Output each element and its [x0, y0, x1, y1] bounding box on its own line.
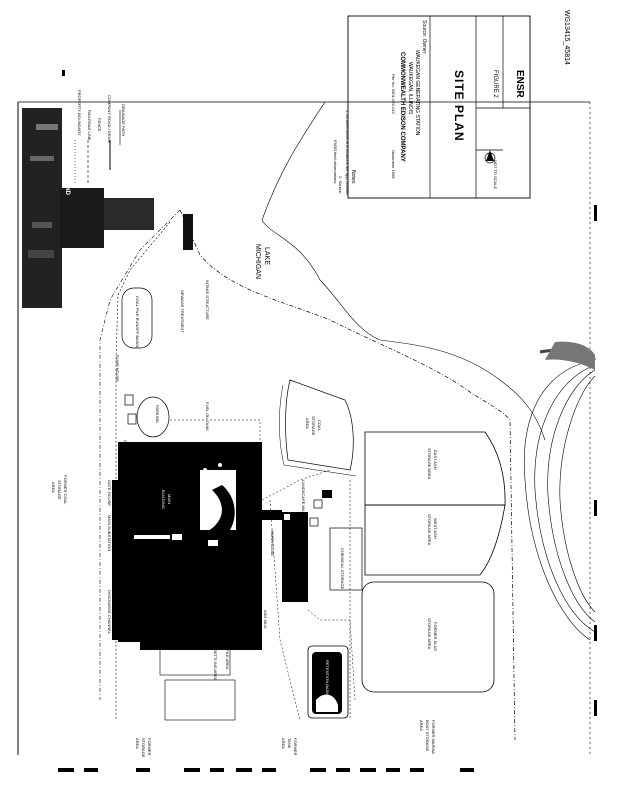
bottom-mid-label-1: FORMER [293, 738, 298, 756]
company-line-3: COMMONWEALTH EDISON COMPANY [399, 52, 405, 162]
south-pond-label-2: STORAGE AREA [427, 618, 432, 650]
pier [183, 214, 193, 250]
note-2b: ENSR field observations. [333, 140, 338, 185]
parking-label: PARKING [155, 405, 160, 423]
legend-item-2: RAILROAD LINE [87, 110, 92, 141]
coal-storage-label-2: STORAGE [311, 416, 316, 436]
coal-storage-label-1: COAL [317, 420, 322, 431]
company-line-1: WAUKEGAN GENERATING STATION [414, 50, 420, 136]
fly-ash-label: FLY ASH SETTLING AREA [213, 632, 218, 681]
main-substation-label: MAIN SUBSTATION [107, 515, 112, 552]
bottom-right-label-1: FORMER MARINA [431, 720, 436, 754]
south-pond-label-1: FORMER SLAG [433, 622, 438, 652]
lake-label-2: MICHIGAN [254, 244, 261, 279]
bottom-right-label-2: BOAT STORAGE [425, 720, 430, 752]
title-block-frame [347, 15, 531, 199]
oil-tank-label: FUEL OIL TANK [205, 402, 210, 431]
east-pond-label-1: EAST ASH [433, 450, 438, 470]
legend-block [22, 108, 154, 308]
chem-storage-label: CHEMICAL STORAGE [340, 548, 345, 590]
date-line: November 1998 [391, 150, 396, 179]
breakwater-arcs [524, 348, 596, 641]
coal-runoff-label: COAL PILE RUNOFF BASIN [135, 296, 140, 348]
south-ash-pond [361, 581, 495, 693]
waste-area-label: LANDSCAPE WASTE AREA [301, 480, 306, 532]
ensr-logo: ENSR [514, 70, 525, 98]
east-pond-label-2: STORAGE AREA [427, 448, 432, 480]
bottom-left-label-3: AREA [135, 738, 140, 749]
scale-note: NOT TO SCALE [493, 160, 498, 190]
south-prop-label-2: STORAGE [57, 480, 62, 500]
bottom-right-label-3: AREA [419, 720, 424, 731]
lake-label-1: LAKE [263, 247, 270, 265]
lake-shoreline [261, 101, 546, 441]
note-1: 1. All dimensions and locations are appr… [345, 110, 350, 196]
south-prop-label-1: FORMER COAL [63, 475, 68, 505]
legend-item-3: FENCE [97, 118, 102, 132]
intake-label: INTAKE STRUCTURE [205, 280, 210, 320]
source-line: Source: Owner [421, 20, 427, 54]
retention-label: RETENTION BASIN [325, 660, 330, 697]
discharge-label: DISCHARGE CHANNEL [107, 590, 112, 635]
company-line-2: WAUKEGAN, ILLINOIS [407, 62, 413, 115]
railroad [115, 221, 171, 720]
bottom-mid-label-3: AREA [281, 738, 286, 749]
stockpile-label: FORMER COAL STOCKPILE AREA [225, 605, 230, 670]
gatehouse-label: GATE HOUSE [107, 480, 112, 506]
coal-storage-area [285, 379, 354, 471]
bottom-left-label-1: FORMER [147, 738, 152, 756]
bottom-mid-label-2: TANK [287, 738, 292, 749]
legend-item-5: DRAINAGE PATH [121, 104, 126, 137]
south-prop-label-3: AREA [51, 482, 56, 493]
switchyard-label: SWITCHYARD [295, 530, 300, 557]
switchyard [282, 512, 308, 602]
retention-basin [307, 645, 349, 719]
legend-title: LEGEND [64, 170, 70, 196]
main-building-label-2: BUILDING [161, 490, 166, 509]
figure-number: FIGURE 2 [492, 70, 498, 98]
crusher-label: CRUSHER HOUSE [123, 440, 128, 476]
main-building-label-1: MAIN [167, 494, 172, 504]
west-pond-label-1: WEST ASH [433, 518, 438, 539]
legend-item-1: PROPERTY BOUNDARY [77, 90, 82, 136]
ash-silo-label: ASH SILO [263, 610, 268, 629]
coal-storage-label-3: AREA [305, 418, 310, 429]
main-building [112, 442, 262, 721]
bottom-left-label-2: STORAGE [141, 738, 146, 758]
pump-house-label: PUMP HOUSE [115, 355, 120, 382]
sewage-label: SEWAGE TREATMENT [180, 290, 185, 333]
scan-marks [58, 70, 597, 772]
file-line: File No. 0601-022-010 [391, 74, 396, 114]
warehouse-label: WAREHOUSE [270, 530, 275, 557]
document-id: WG13415_45814 [563, 10, 570, 65]
property-boundary [179, 209, 516, 741]
legend-item-4: COMPANY ROAD / DRIVE [107, 95, 112, 144]
sheet-title: SITE PLAN [452, 70, 466, 142]
notes-header: Notes: [350, 170, 356, 185]
note-2a: 2. Source: [338, 176, 343, 195]
west-pond-label-2: STORAGE AREA [427, 514, 432, 546]
